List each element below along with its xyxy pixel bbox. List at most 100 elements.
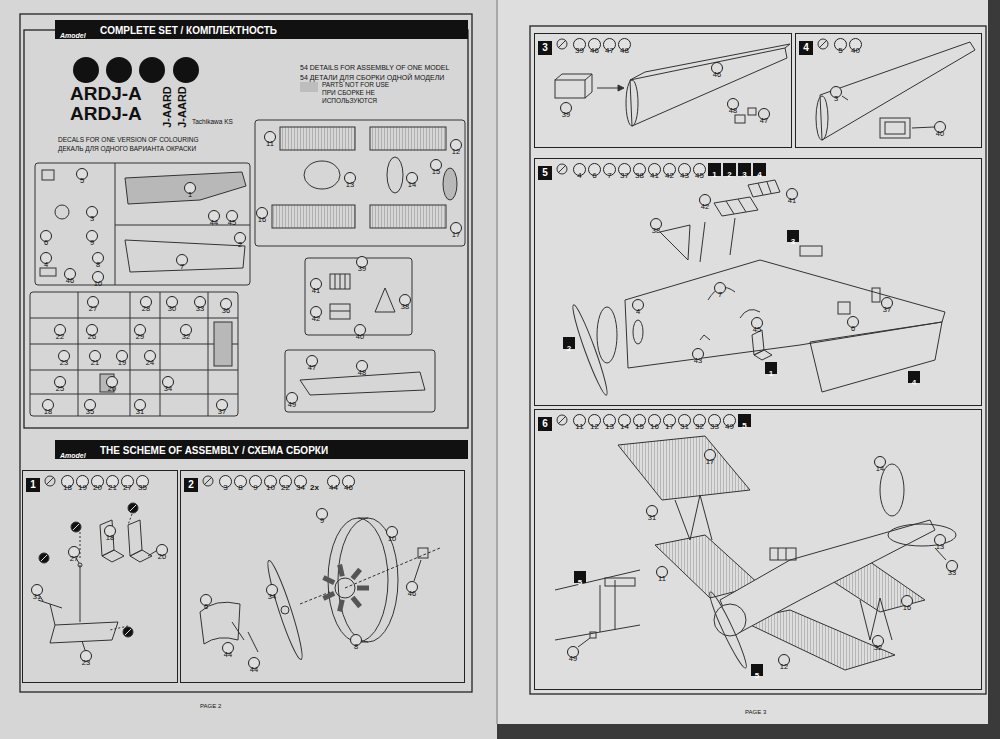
assembly-ref-number-wrap: 2 xyxy=(563,337,575,349)
part-number-circle: 4 xyxy=(573,163,586,176)
assembly-ref-number: 4 xyxy=(912,377,916,389)
part-number: 15 xyxy=(635,421,644,432)
step5-drawing-part xyxy=(730,218,735,255)
sprues-part xyxy=(125,240,245,272)
part-number: 35 xyxy=(138,482,147,493)
callout-number-wrap: 13 xyxy=(934,534,946,546)
callout-number-wrap: 32 xyxy=(872,635,884,647)
step1-drawing-part xyxy=(78,563,82,567)
sprues-part xyxy=(160,292,161,416)
callout-number-wrap: 17 xyxy=(450,222,462,234)
callout-number: 39 xyxy=(358,264,366,274)
callout-number: 46 xyxy=(66,276,74,286)
text-label-wrap: 54 DETAILS FOR ASSEMBLY OF ONE MODEL xyxy=(300,56,449,74)
callout-number-wrap: 46 xyxy=(64,268,76,280)
step2-drawing-part xyxy=(200,602,240,644)
step1-drawing-part-part xyxy=(123,627,133,637)
legend-swatch xyxy=(300,82,318,92)
step1-drawing-part-part xyxy=(80,532,81,560)
part-number: 49 xyxy=(725,421,734,432)
assembly-ref-number: 1 xyxy=(769,368,773,380)
callout-number: 4 xyxy=(636,307,640,317)
sprues-part xyxy=(30,370,238,371)
part-number-circle: 12 xyxy=(588,414,601,427)
part-number-circle: 9 xyxy=(249,475,262,488)
sprues-part xyxy=(125,172,246,204)
callout-number-wrap: 6 xyxy=(847,316,859,328)
part-number-circle: 16 xyxy=(648,414,661,427)
glue-icons-part xyxy=(557,415,567,425)
callout-number-wrap: 17 xyxy=(704,449,716,461)
decal-circles xyxy=(73,57,199,83)
text-label: 54 ДЕТАЛИ ДЛЯ СБОРКИ ОДНОЙ МОДЕЛИ xyxy=(300,74,444,81)
part-number-circle: 21 xyxy=(106,475,119,488)
step1-drawing-part-part xyxy=(125,629,131,635)
sprues-part xyxy=(443,168,457,200)
callout-number: 3 xyxy=(90,214,94,224)
callout-number-wrap: 31 xyxy=(646,505,658,517)
callout-number: 35 xyxy=(86,407,94,417)
step5-drawing-part xyxy=(767,182,771,193)
callout-number-wrap: 44 xyxy=(222,642,234,654)
assembly-ref-number-wrap: 5 xyxy=(751,664,763,676)
part-number: 20 xyxy=(93,482,102,493)
callout-number-wrap: 16 xyxy=(901,595,913,607)
page-frames-part xyxy=(530,26,986,694)
step2-drawing-part xyxy=(414,560,421,581)
callout-number: 18 xyxy=(44,407,52,417)
callout-number: 7 xyxy=(180,262,184,272)
sprues-part xyxy=(30,344,238,345)
callout-number: 17 xyxy=(452,230,460,240)
callout-number: 37 xyxy=(218,407,226,417)
callout-number: 23 xyxy=(60,358,68,368)
callout-number-wrap: 41 xyxy=(310,278,322,290)
step2-drawing-part xyxy=(300,592,330,604)
step1-drawing-part xyxy=(50,622,118,643)
glue-icons xyxy=(45,39,828,486)
sprues-part xyxy=(272,205,355,228)
sprues-part xyxy=(335,274,336,289)
part-number-circle: 46 xyxy=(342,475,355,488)
part-number-circle: 3 xyxy=(219,475,232,488)
step2-drawing-part xyxy=(345,548,440,588)
callout-number: 34 xyxy=(164,384,172,394)
part-number: 39 xyxy=(575,45,584,56)
paper-part xyxy=(496,0,498,724)
step3-drawing-part xyxy=(618,85,624,91)
callout-number-wrap: 42 xyxy=(699,194,711,206)
callout-number-wrap: 16 xyxy=(256,207,268,219)
text-label: ДЕКАЛЬ ДЛЯ ОДНОГО ВАРИАНТА ОКРАСКИ xyxy=(58,145,196,152)
step-panel: 339464748 xyxy=(534,33,792,148)
assembly-ref-number: 3 xyxy=(791,236,795,248)
step1-drawing-part xyxy=(80,514,132,630)
step1-drawing-part xyxy=(148,551,156,556)
decal-circles-part xyxy=(73,57,99,83)
callout-number: 41 xyxy=(788,196,796,206)
step5-drawing-part xyxy=(700,222,705,262)
sprues-part xyxy=(115,163,116,285)
text-label-wrap: ARDJ-A xyxy=(70,84,142,104)
callout-number: 12 xyxy=(452,147,460,157)
callout-number-wrap: 9 xyxy=(316,508,328,520)
sprues-part xyxy=(214,322,232,366)
assembly-ref-number: 5 xyxy=(578,577,582,589)
callout-number-wrap: 6 xyxy=(200,594,212,606)
callout-number: 46 xyxy=(408,589,416,599)
callout-number-wrap: 49 xyxy=(286,392,298,404)
part-number: 43 xyxy=(680,170,689,181)
part-number-circle: 48 xyxy=(618,38,631,51)
part-number: 31 xyxy=(680,421,689,432)
step4-drawing-part xyxy=(885,122,905,134)
assembly-ref-number-wrap: 4 xyxy=(908,371,920,383)
callout-number: 19 xyxy=(118,358,126,368)
sprues xyxy=(30,120,465,416)
text-label-wrap: PAGE 3 xyxy=(745,700,766,718)
part-number-circle: 11 xyxy=(573,414,586,427)
part-number: 12 xyxy=(590,421,599,432)
callout-number-wrap: 12 xyxy=(778,654,790,666)
callout-number: 34 xyxy=(268,592,276,602)
callout-number-wrap: 40 xyxy=(934,121,946,133)
callout-number: 5 xyxy=(80,176,84,186)
callout-number: 37 xyxy=(883,305,891,315)
step1-drawing-part xyxy=(41,505,136,635)
